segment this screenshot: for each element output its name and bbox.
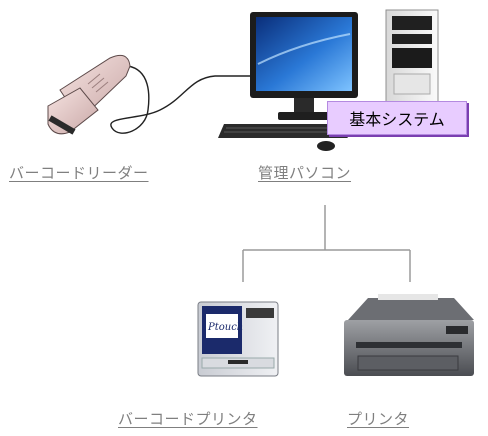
- system-badge: 基本システム: [327, 101, 467, 135]
- printer-label: プリンタ: [347, 410, 410, 428]
- barcode-scanner-icon: [40, 48, 150, 143]
- scanner-cable: [110, 65, 252, 134]
- label-printer-icon: Ptouch: [190, 296, 288, 382]
- barcode-reader-label: バーコードリーダー: [9, 164, 149, 182]
- pc-label: 管理パソコン: [258, 164, 352, 182]
- svg-text:Ptouch: Ptouch: [207, 322, 243, 333]
- desktop-computer-icon: [218, 4, 446, 152]
- laser-printer-icon: [338, 290, 478, 388]
- barcode-printer-label: バーコードプリンタ: [118, 410, 258, 428]
